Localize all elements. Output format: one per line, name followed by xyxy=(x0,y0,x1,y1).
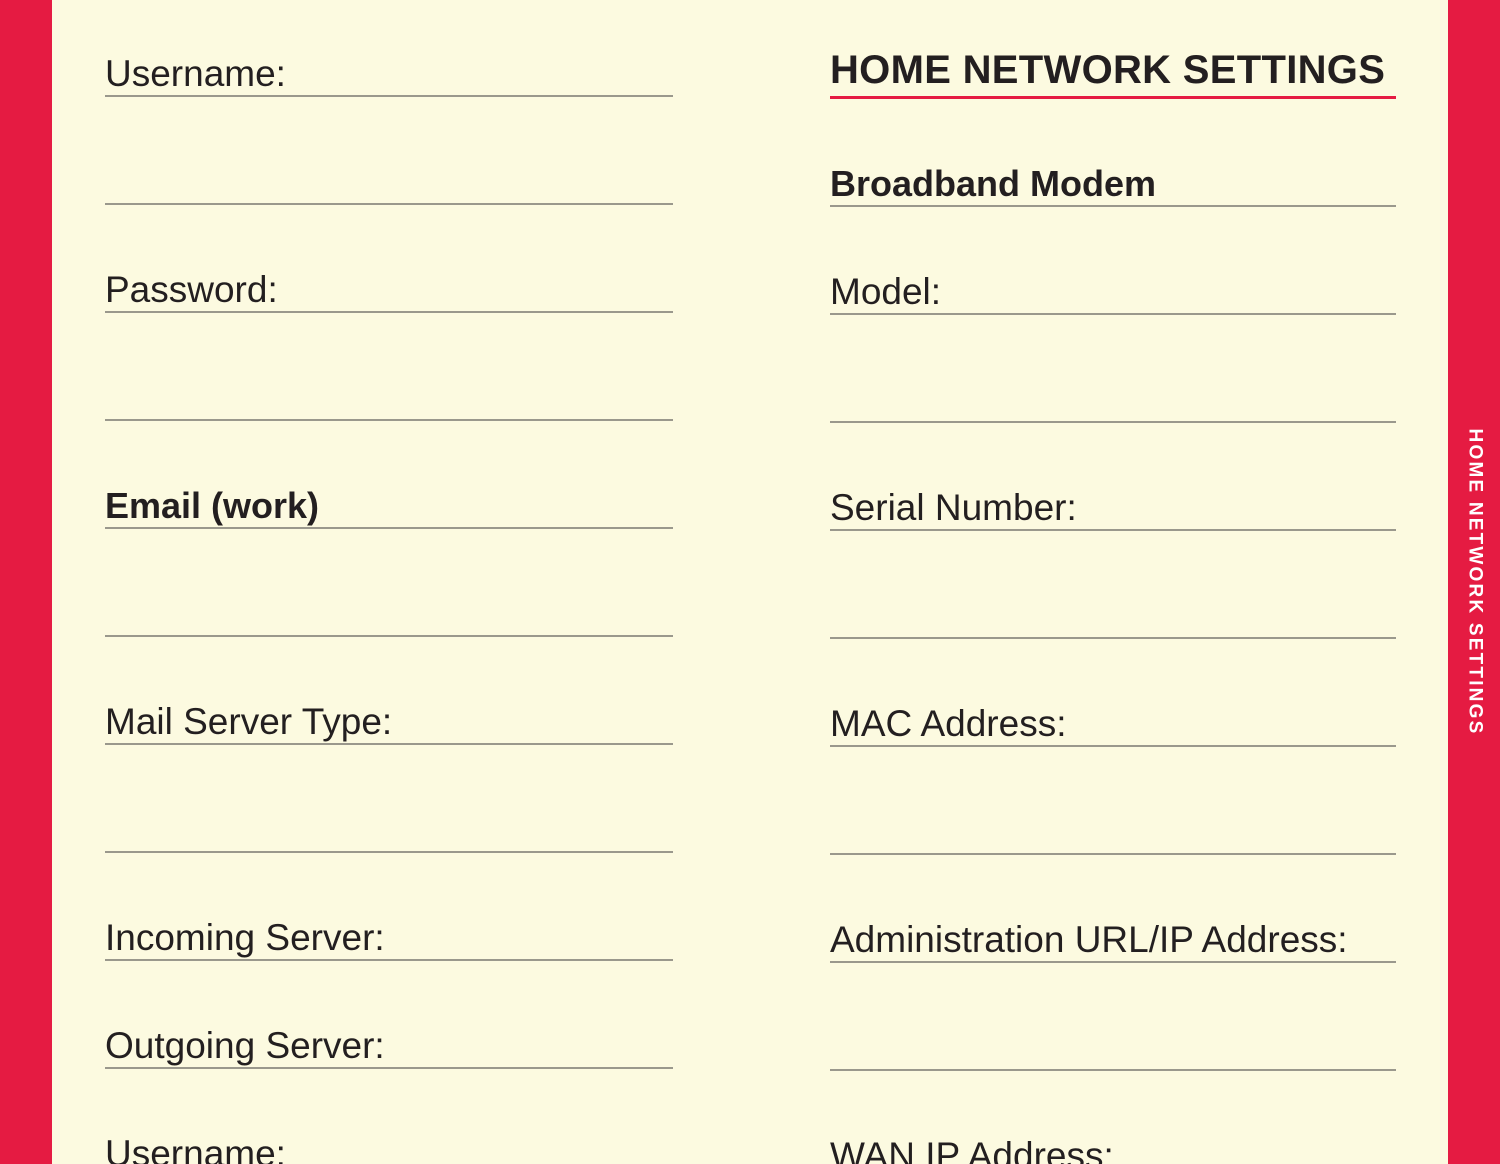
field-group-heading: Broadband Modem xyxy=(830,163,1157,204)
form-field-row[interactable]: Username: xyxy=(105,1069,673,1164)
form-field-row[interactable]: WAN IP Address: xyxy=(830,1071,1396,1164)
form-field-row[interactable]: Administration URL/IP Address: xyxy=(830,855,1396,963)
form-field-row[interactable]: Outgoing Server: xyxy=(105,961,673,1069)
field-label: Incoming Server: xyxy=(105,917,385,958)
blank-write-in-line[interactable] xyxy=(105,529,673,637)
field-label: Username: xyxy=(105,53,286,94)
field-label: MAC Address: xyxy=(830,703,1067,744)
form-field-row[interactable]: Model: xyxy=(830,207,1396,315)
form-field-row[interactable]: MAC Address: xyxy=(830,639,1396,747)
form-field-row[interactable]: Serial Number: xyxy=(830,423,1396,531)
blank-write-in-line[interactable] xyxy=(830,315,1396,423)
field-label: Mail Server Type: xyxy=(105,701,393,742)
side-tab: HOME NETWORK SETTINGS xyxy=(1448,0,1500,1164)
blank-write-in-line[interactable] xyxy=(105,745,673,853)
field-label: Password: xyxy=(105,269,278,310)
field-label: Administration URL/IP Address: xyxy=(830,919,1348,960)
page-title: HOME NETWORK SETTINGS xyxy=(830,48,1386,92)
left-column: Username: Password: Email (work) Mail Serve… xyxy=(105,0,673,1164)
blank-write-in-line[interactable] xyxy=(830,963,1396,1071)
blank-write-in-line[interactable] xyxy=(105,313,673,421)
right-red-tab-bar xyxy=(1448,0,1500,1164)
field-label: Username: xyxy=(105,1133,286,1164)
field-label: WAN IP Address: xyxy=(830,1135,1114,1164)
field-label: Model: xyxy=(830,271,942,312)
left-red-margin-bar xyxy=(0,0,52,1164)
form-field-row[interactable]: Mail Server Type: xyxy=(105,637,673,745)
field-group-heading: Email (work) xyxy=(105,485,320,526)
form-field-row[interactable]: Incoming Server: xyxy=(105,853,673,961)
form-field-row[interactable]: Email (work) xyxy=(105,421,673,529)
field-label: Serial Number: xyxy=(830,487,1077,528)
form-field-row[interactable]: Broadband Modem xyxy=(830,99,1396,207)
side-tab-label: HOME NETWORK SETTINGS xyxy=(1464,428,1486,736)
form-field-row[interactable]: Password: xyxy=(105,205,673,313)
section-heading-block: HOME NETWORK SETTINGS xyxy=(830,0,1396,99)
field-label: Outgoing Server: xyxy=(105,1025,385,1066)
title-underline-rule xyxy=(830,96,1396,99)
blank-write-in-line[interactable] xyxy=(105,97,673,205)
blank-write-in-line[interactable] xyxy=(830,531,1396,639)
form-field-row[interactable]: Username: xyxy=(105,0,673,97)
blank-write-in-line[interactable] xyxy=(830,747,1396,855)
